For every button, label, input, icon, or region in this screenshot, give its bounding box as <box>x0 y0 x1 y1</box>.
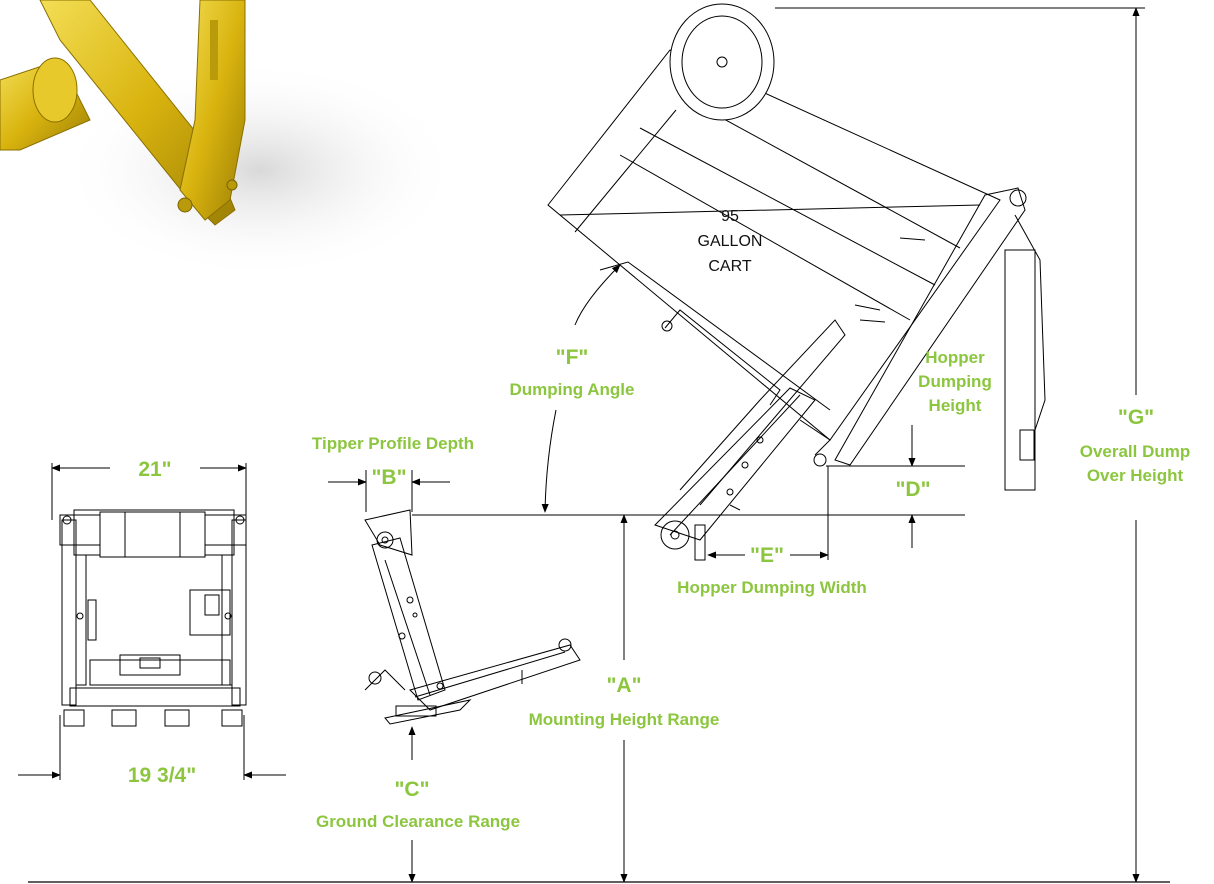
overall-line-2: Over Height <box>1086 465 1184 485</box>
side-view-tipper <box>365 510 580 724</box>
label-c: "C" <box>394 778 430 801</box>
front-view-drawing <box>60 510 246 726</box>
label-b: "B" <box>371 466 407 489</box>
yellow-tipper-render <box>0 0 460 280</box>
hopper-height-line-1: Hopper <box>925 348 985 367</box>
label-f: "F" <box>555 346 589 369</box>
dumping-angle-arc <box>575 264 621 325</box>
label-width-21: 21" <box>138 458 172 481</box>
label-tipper-profile-depth: Tipper Profile Depth <box>311 434 475 453</box>
label-hopper-dumping-width: Hopper Dumping Width <box>677 578 867 597</box>
dimension-e <box>707 466 829 560</box>
label-width-19-3-4: 19 3/4" <box>127 764 197 787</box>
label-g: "G" <box>1117 406 1155 429</box>
dimension-b <box>328 470 450 512</box>
dimension-g <box>775 7 1145 883</box>
dumping-angle-arc-lower <box>541 410 556 513</box>
hopper-height-line-2: Dumping <box>918 371 992 391</box>
label-a: "A" <box>606 674 642 697</box>
hopper-height-line-3: Height <box>928 395 982 415</box>
cart-line-2: GALLON <box>697 232 763 250</box>
dimension-19-3-4 <box>18 715 286 780</box>
label-cart: 95 GALLON CART <box>680 205 780 279</box>
cart-lid <box>835 188 1045 490</box>
label-d: "D" <box>895 478 931 501</box>
label-hopper-dumping-height: Hopper Dumping Height <box>900 346 1010 417</box>
label-e: "E" <box>750 544 784 567</box>
label-mounting-height: Mounting Height Range <box>528 710 720 729</box>
label-dumping-angle: Dumping Angle <box>509 380 635 399</box>
dimension-21 <box>51 463 247 520</box>
cart-wheel <box>669 3 775 121</box>
cart-line-3: CART <box>708 257 752 275</box>
cart-line-1: 95 <box>721 208 739 225</box>
overall-line-1: Overall Dump <box>1079 442 1191 461</box>
label-ground-clearance: Ground Clearance Range <box>315 812 521 831</box>
cart-body <box>548 50 1000 440</box>
raised-tipper-arm <box>655 310 845 560</box>
label-overall-dump: Overall Dump Over Height <box>1056 440 1214 488</box>
